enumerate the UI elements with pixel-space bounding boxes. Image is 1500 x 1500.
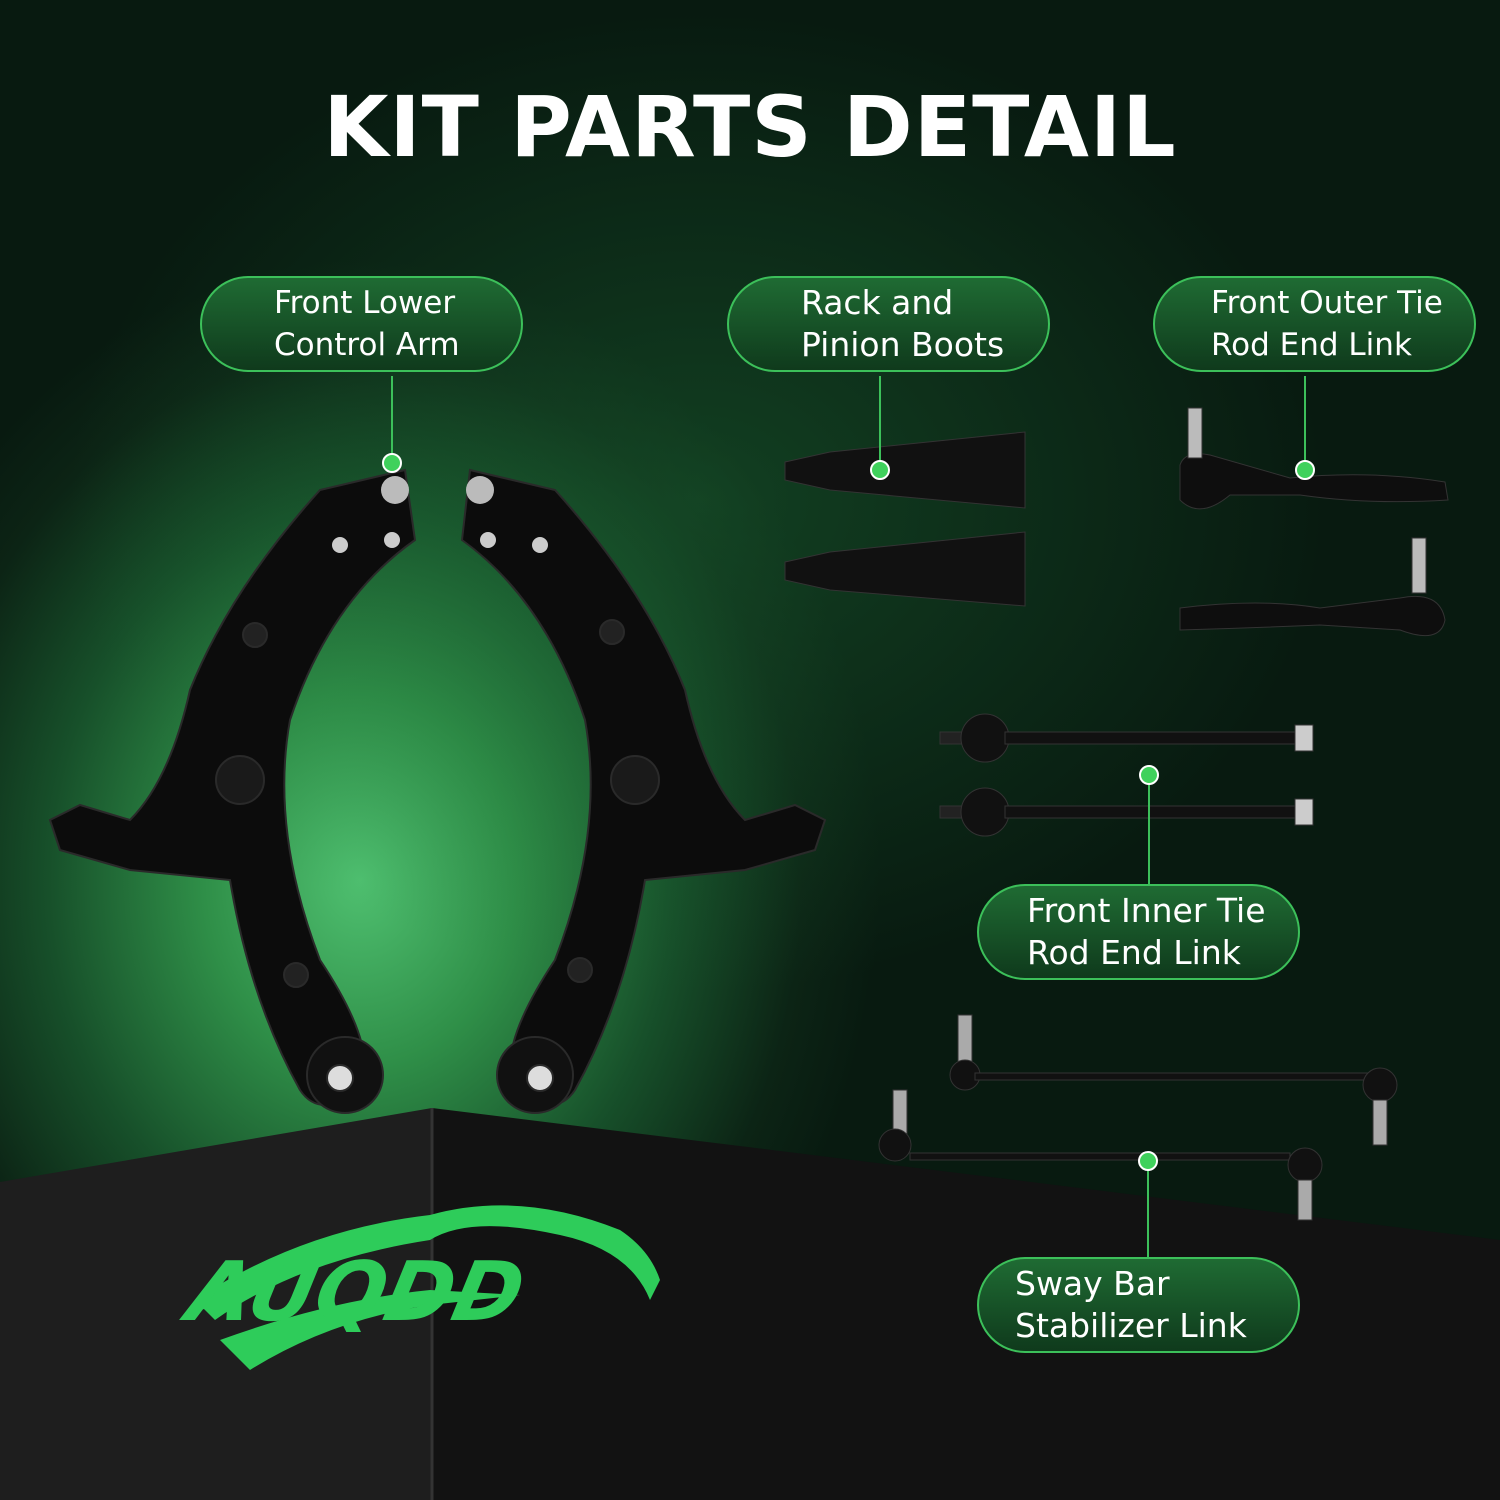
control-arm-left — [48, 468, 417, 1114]
label-line: Rod End Link — [1211, 327, 1412, 363]
callout-dot — [870, 460, 890, 480]
label-line: Front Lower — [274, 285, 456, 321]
callout-dot — [382, 453, 402, 473]
connector-line — [879, 376, 881, 470]
label-line: Control Arm — [274, 327, 460, 363]
callout-dot — [1138, 1151, 1158, 1171]
outer-tie-rods — [1179, 407, 1449, 637]
callout-dot — [1295, 460, 1315, 480]
label-rack-pinion-boots: Rack and Pinion Boots — [727, 276, 1050, 372]
page-title: KIT PARTS DETAIL — [323, 78, 1177, 176]
label-line: Front Outer Tie — [1211, 285, 1443, 321]
connector-line — [1147, 1161, 1149, 1257]
label-line: Stabilizer Link — [1015, 1306, 1247, 1345]
label-line: Rack and — [801, 283, 954, 322]
control-arm-right — [460, 468, 827, 1114]
rack-pinion-boots — [784, 431, 1026, 607]
display-box-right — [432, 1108, 1500, 1500]
label-sway-bar-link: Sway Bar Stabilizer Link — [977, 1257, 1300, 1353]
connector-line — [391, 376, 393, 463]
svg-text:AUQDD: AUQDD — [174, 1244, 532, 1340]
label-line: Sway Bar — [1015, 1264, 1170, 1303]
sway-bar-links — [878, 1014, 1398, 1221]
label-front-inner-tie-rod: Front Inner Tie Rod End Link — [977, 884, 1300, 980]
callout-dot — [1139, 765, 1159, 785]
auqdd-logo: AUQDD — [174, 1205, 660, 1370]
label-line: Rod End Link — [1027, 933, 1241, 972]
connector-line — [1148, 775, 1150, 884]
connector-line — [1304, 376, 1306, 470]
inner-tie-rods — [939, 713, 1314, 837]
label-front-outer-tie-rod: Front Outer Tie Rod End Link — [1153, 276, 1476, 372]
label-front-lower-control-arm: Front Lower Control Arm — [200, 276, 523, 372]
label-line: Front Inner Tie — [1027, 891, 1266, 930]
label-line: Pinion Boots — [801, 325, 1005, 364]
